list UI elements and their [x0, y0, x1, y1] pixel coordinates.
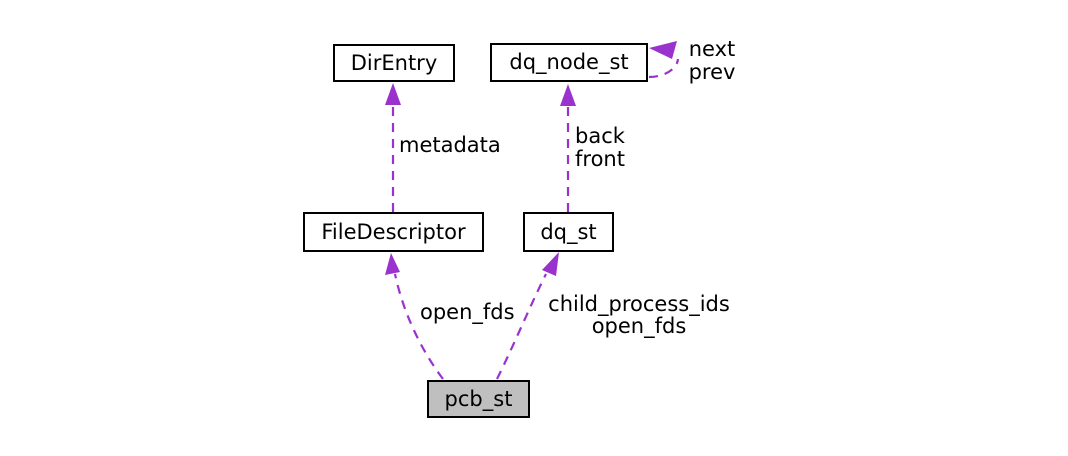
- node-pcb-st-label: pcb_st: [444, 386, 513, 411]
- node-dq-st[interactable]: dq_st: [523, 212, 614, 252]
- edge-label-prev: prev: [688, 60, 736, 84]
- edge-child-process-ids: [496, 252, 559, 380]
- edge-label-open-fds: open_fds: [420, 300, 515, 324]
- edge-label-next: next: [688, 37, 736, 61]
- node-filedescriptor[interactable]: FileDescriptor: [303, 212, 484, 252]
- node-direntry-label: DirEntry: [350, 50, 438, 75]
- arrowhead-open-fds: [385, 253, 400, 275]
- edge-label-back-front: back front: [568, 125, 632, 171]
- edge-label-child-process-ids: child_process_ids open_fds: [539, 293, 739, 337]
- arrowhead-metadata: [385, 83, 401, 105]
- edge-self-loop-line: [648, 58, 680, 79]
- edge-label-metadata: metadata: [399, 133, 501, 157]
- arrowhead-back-front: [560, 84, 576, 106]
- node-filedescriptor-label: FileDescriptor: [321, 219, 466, 244]
- edge-label-back: back: [575, 124, 625, 148]
- arrowhead-self-loop: [649, 41, 677, 59]
- edge-child-process-ids-line: [496, 273, 547, 380]
- node-direntry[interactable]: DirEntry: [333, 44, 455, 82]
- node-dq-node-st-label: dq_node_st: [509, 50, 629, 74]
- node-dq-st-label: dq_st: [540, 219, 597, 244]
- edge-self-loop: [648, 41, 680, 79]
- edge-label-child-process-ids-line2: open_fds: [591, 314, 687, 338]
- edge-open-fds: [385, 253, 444, 380]
- edge-open-fds-line: [393, 273, 444, 380]
- edge-metadata: [385, 83, 401, 212]
- edge-label-next-prev: next prev: [681, 38, 743, 84]
- edge-label-front: front: [575, 147, 625, 171]
- node-pcb-st: pcb_st: [427, 380, 530, 418]
- node-dq-node-st[interactable]: dq_node_st: [490, 43, 648, 82]
- edge-back-front: [560, 84, 576, 212]
- edge-label-child-process-ids-line1: child_process_ids: [548, 292, 730, 316]
- arrowhead-child-process-ids: [542, 252, 559, 276]
